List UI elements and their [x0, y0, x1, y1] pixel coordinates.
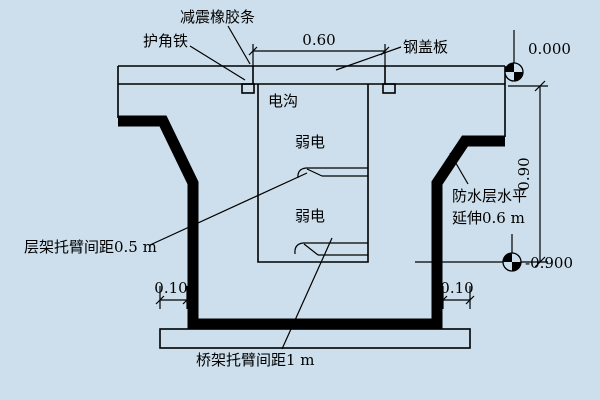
leader-shelf-bracket — [149, 172, 308, 246]
corner-iron-label: 护角铁 — [143, 32, 188, 50]
benchmark-symbol-top: 0.000 — [504, 30, 571, 82]
leader-tray-bracket — [281, 237, 333, 350]
tray-bracket-label: 桥架托臂间距1 m — [196, 351, 315, 369]
leader-damping-strip — [227, 25, 251, 65]
leader-corner-iron — [189, 45, 246, 81]
inner-duct-box — [257, 84, 369, 263]
base-slab — [159, 328, 471, 349]
damping-strip-label: 减震橡胶条 — [180, 8, 255, 26]
dim-right-offset: 0.10 — [438, 279, 475, 309]
dim-opening-width: 0.60 — [248, 31, 390, 66]
dim-left-offset: 0.10 — [154, 279, 192, 309]
dim-trench-depth-value: 0.90 — [515, 157, 533, 190]
bracket-arm-upper — [297, 167, 368, 179]
elevation-bottom-value: -0.900 — [525, 254, 573, 272]
benchmark-symbol-bottom: -0.900 — [502, 234, 573, 272]
steel-cover-label: 钢盖板 — [403, 38, 448, 56]
bracket-arm-lower — [294, 242, 368, 256]
left-support-block — [241, 83, 255, 94]
cable-trench-label: 电沟 — [268, 92, 298, 110]
dim-right-offset-value: 0.10 — [440, 279, 473, 297]
weak-current-upper-label: 弱电 — [295, 133, 325, 151]
leader-steel-cover — [335, 46, 402, 71]
dimensions: 0.60 0.90 0.10 — [154, 30, 573, 309]
shelf-bracket-label: 层架托臂间距0.5 m — [24, 238, 157, 256]
trench-wall-outline — [118, 115, 505, 330]
weak-current-lower-label: 弱电 — [295, 207, 325, 225]
right-support-block — [382, 83, 396, 94]
leader-lines — [149, 25, 469, 350]
waterproof-label-line2: 延伸0.6 m — [452, 209, 525, 227]
annotations: 减震橡胶条 护角铁 钢盖板 电沟 弱电 弱电 防水层水平 延伸0.6 m 层架托… — [24, 8, 527, 369]
structure — [117, 65, 506, 349]
leader-waterproof — [449, 152, 469, 185]
dim-opening-width-value: 0.60 — [302, 31, 335, 49]
dim-trench-depth: 0.90 — [415, 80, 548, 268]
waterproof-label-line1: 防水层水平 — [452, 187, 527, 205]
elevation-ground-value: 0.000 — [528, 40, 571, 58]
dim-left-offset-value: 0.10 — [154, 279, 187, 297]
